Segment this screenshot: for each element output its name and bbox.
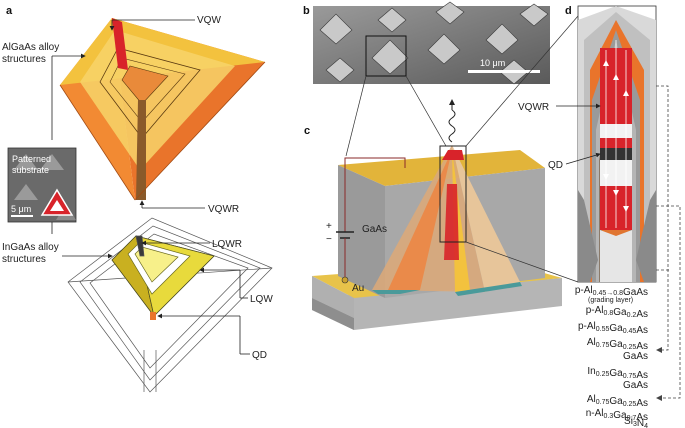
vqw-red-strip <box>112 18 128 70</box>
layer-label-7: Al0.75Ga0.25As <box>587 394 648 409</box>
qd-d-label: QD <box>548 160 563 171</box>
inset-scale-label: 5 μm <box>11 204 31 214</box>
sem-image: 10 μm <box>313 1 550 85</box>
battery-minus: − <box>326 234 332 245</box>
ingaas-pyramid <box>67 217 273 393</box>
vqwr-label: VQWR <box>208 204 239 215</box>
sem-scale-bar <box>468 70 540 73</box>
panel-c-label: c <box>304 125 310 137</box>
algaas-label-1: AlGaAs alloy <box>2 42 59 53</box>
layer-label-2: p-Al0.55Ga0.45As <box>578 321 648 336</box>
qd-label: QD <box>252 350 267 361</box>
patterned-substrate-inset: Patterned substrate 5 μm <box>7 147 77 223</box>
panel-b-label: b <box>303 5 310 17</box>
layer-label-6: GaAs <box>623 380 648 391</box>
algaas-pyramid <box>59 18 266 201</box>
layer-label-1: p-Al0.8Ga0.2As <box>586 305 648 320</box>
vqw-label: VQW <box>197 15 221 26</box>
inset-label-2: substrate <box>12 165 49 175</box>
gaas-label: GaAs <box>362 224 387 235</box>
wire-top <box>344 157 406 170</box>
lqwr-label: LQWR <box>212 239 242 250</box>
au-label: Au <box>352 283 364 294</box>
layer-label-0: p-Al0.45→0.8GaAs <box>575 285 648 298</box>
device-3d <box>312 99 562 330</box>
zoom-cross-section <box>577 5 657 283</box>
sem-scale-label: 10 μm <box>480 58 505 68</box>
layer-label-3: Al0.75Ga0.25As <box>587 337 648 352</box>
algaas-label-2: structures <box>2 54 46 65</box>
ingaas-label-1: InGaAs alloy <box>2 242 59 253</box>
inset-scale-bar <box>11 215 33 217</box>
inset-label-1: Patterned <box>12 154 51 164</box>
layer-note-0: (grading layer) <box>588 297 633 304</box>
layer-label-8: n-Al0.3Ga0.7As <box>586 408 648 423</box>
panel-d-label: d <box>565 5 572 17</box>
emission-wave <box>448 109 456 143</box>
layer-label-9: Si3N4 <box>624 416 648 428</box>
layer-list: p-Al0.45→0.8GaAs(grading layer)p-Al0.8Ga… <box>575 285 648 428</box>
layer-label-5: In0.25Ga0.75As <box>587 366 648 381</box>
layer-label-4: GaAs <box>623 351 648 362</box>
battery-plus: + <box>326 221 332 232</box>
ingaas-label-2: structures <box>2 254 46 265</box>
panel-a-label: a <box>6 5 13 17</box>
sem-zoom-box <box>365 35 407 77</box>
vqwr-d-label: VQWR <box>518 102 549 113</box>
vqwr-column <box>136 100 146 200</box>
zoom-box-c <box>439 145 467 243</box>
leader-lines <box>656 85 681 399</box>
lqw-label: LQW <box>250 294 273 305</box>
